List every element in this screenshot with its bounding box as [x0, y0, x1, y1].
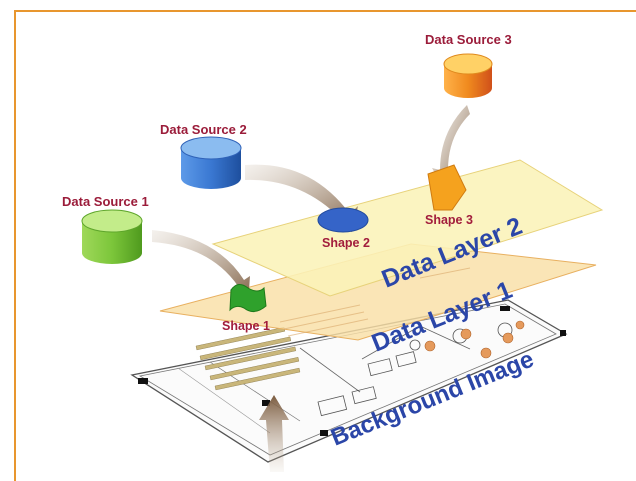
data-source-1-label: Data Source 1 [62, 194, 149, 209]
shape-1-blob [229, 284, 267, 312]
data-layer-2-plane [211, 159, 604, 297]
data-source-3-label: Data Source 3 [425, 32, 512, 47]
shape-3-label: Shape 3 [425, 213, 473, 227]
data-source-3-cylinder [443, 53, 493, 98]
frame-border-top [14, 10, 636, 12]
arrow-up-to-background [259, 395, 289, 472]
data-layer-1-texture [279, 267, 471, 337]
data-source-2-cylinder [180, 136, 242, 189]
data-source-1-cylinder [81, 209, 143, 264]
shape-2-ellipse [317, 207, 369, 233]
data-source-2-label: Data Source 2 [160, 122, 247, 137]
shape-2-label: Shape 2 [322, 236, 370, 250]
arrow-source-2-to-shape-2 [245, 164, 358, 232]
frame-border-left [14, 10, 16, 481]
background-floorplan [130, 299, 568, 463]
shape-3-pentagon [427, 164, 467, 211]
shape-1-label: Shape 1 [222, 319, 270, 333]
